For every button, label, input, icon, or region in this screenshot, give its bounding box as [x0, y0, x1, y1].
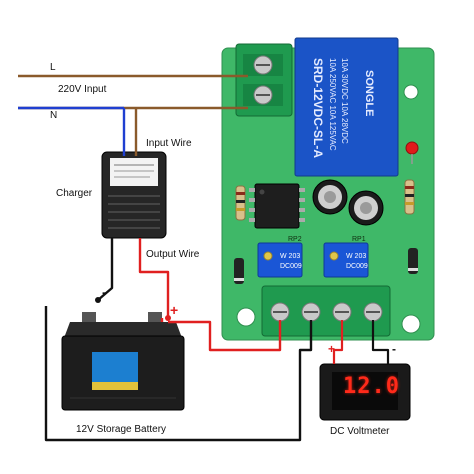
wires [18, 74, 390, 442]
relay-rating-text-2: 10A 30VDC 10A 28VDC [340, 58, 349, 144]
ic-chip [249, 183, 305, 229]
line-l-label: L [50, 62, 56, 73]
pot-label-2: RP1 [352, 236, 366, 243]
red-led [405, 141, 419, 164]
relay: SRD-12VDC-SL-A 10A 250VAC 10A 125VAC 10A… [294, 37, 399, 177]
pot-sub-1: DC009 [280, 263, 302, 270]
battery-negative-wire [44, 306, 313, 442]
battery-positive-wire [160, 318, 282, 352]
voltmeter [319, 363, 411, 421]
output-wire-label: Output Wire [146, 249, 200, 260]
battery-label: 12V Storage Battery [76, 424, 167, 435]
line-n-label: N [50, 110, 58, 121]
pot-sub-2: DC009 [346, 263, 368, 270]
relay-model-text: SRD-12VDC-SL-A [311, 58, 325, 158]
charger [101, 151, 167, 239]
battery-terminal-marks [95, 297, 171, 321]
input-terminal-block [235, 43, 293, 117]
pot-code-1: W 203 [280, 253, 300, 260]
pot-code-2: W 203 [346, 253, 366, 260]
voltmeter-label: DC Voltmeter [330, 426, 390, 437]
battery-minus-label: - [102, 284, 107, 300]
diodes [234, 248, 418, 284]
battery-plus-label: + [170, 302, 179, 318]
input-220v-label: 220V Input [58, 84, 107, 95]
pot-label-1: RP2 [288, 236, 302, 243]
meter-minus-label: - [392, 342, 396, 356]
output-terminal-block [261, 285, 391, 337]
potentiometers: W 203 DC009 W 203 DC009 RP2 RP1 [257, 236, 369, 278]
input-wire-label: Input Wire [146, 138, 192, 149]
relay-rating-text-1: 10A 250VAC 10A 125VAC [328, 58, 337, 151]
charger-positive-wire [138, 238, 170, 318]
charger-label: Charger [56, 188, 93, 199]
resistors [235, 179, 415, 221]
relay-brand-text: SONGLE [363, 70, 375, 116]
battery [61, 312, 185, 411]
voltmeter-reading: 12.0 [343, 374, 400, 399]
meter-plus-label: + [328, 342, 336, 356]
meter-negative-wire [371, 320, 390, 364]
capacitors [312, 179, 384, 226]
meter-positive-wire [332, 320, 344, 364]
charger-negative-wire [97, 238, 114, 301]
